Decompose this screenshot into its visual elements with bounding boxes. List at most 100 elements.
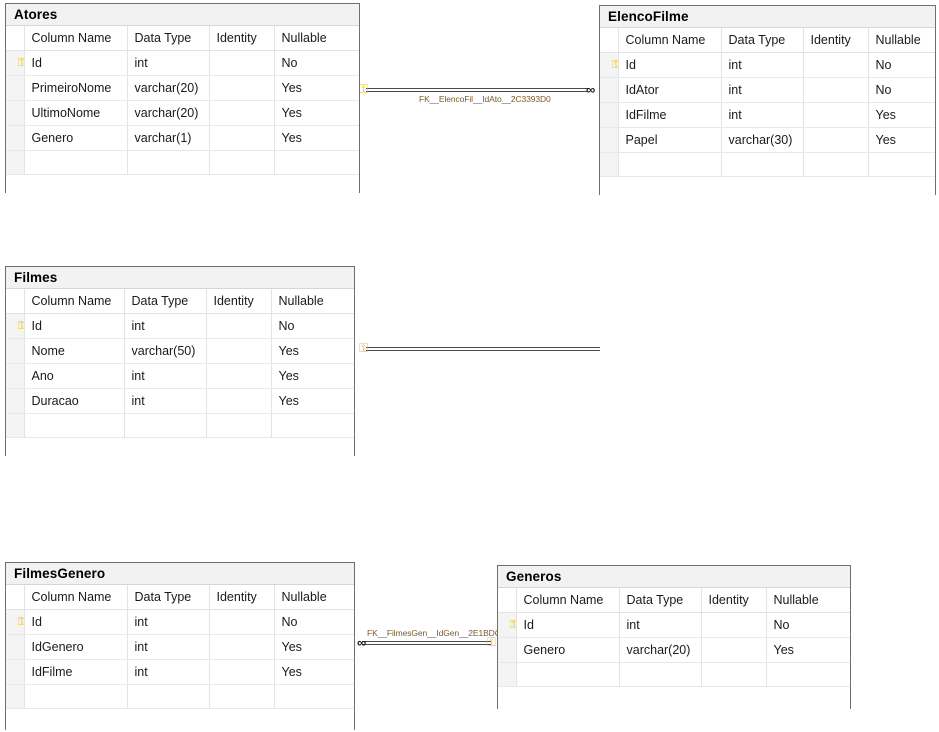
cell-identity[interactable] — [209, 609, 275, 635]
table-row-empty[interactable] — [498, 662, 850, 687]
table-row-empty[interactable] — [600, 152, 935, 177]
table-row[interactable]: Ano int Yes — [6, 363, 354, 389]
table-row[interactable]: ⚿ Id int No — [6, 313, 354, 339]
table-row[interactable]: Papel varchar(30) Yes — [600, 127, 935, 153]
table-row[interactable]: ⚿ Id int No — [600, 52, 935, 78]
header-data-type[interactable]: Data Type — [127, 26, 210, 51]
cell-nullable[interactable] — [271, 413, 354, 438]
cell-identity[interactable] — [803, 52, 869, 78]
table-row[interactable]: Nome varchar(50) Yes — [6, 338, 354, 364]
table-generos[interactable]: Generos Column Name Data Type Identity N… — [497, 565, 851, 732]
cell-identity[interactable] — [701, 612, 767, 638]
table-row[interactable]: IdGenero int Yes — [6, 634, 354, 660]
header-data-type[interactable]: Data Type — [124, 289, 207, 314]
cell-column-name[interactable]: IdFilme — [24, 659, 128, 685]
relationship-line-fk-elenco-idator[interactable] — [366, 88, 588, 92]
cell-nullable[interactable]: Yes — [274, 75, 359, 101]
table-row[interactable]: ⚿ Id int No — [498, 612, 850, 638]
cell-data-type[interactable]: varchar(1) — [127, 125, 210, 151]
header-nullable[interactable]: Nullable — [868, 28, 935, 53]
header-identity[interactable]: Identity — [803, 28, 869, 53]
header-nullable[interactable]: Nullable — [766, 588, 850, 613]
cell-data-type[interactable] — [127, 684, 210, 709]
cell-nullable[interactable] — [274, 150, 359, 175]
table-filmesgenero[interactable]: FilmesGenero Column Name Data Type Ident… — [5, 562, 355, 732]
cell-nullable[interactable]: No — [766, 612, 850, 638]
cell-data-type[interactable] — [619, 662, 702, 687]
cell-identity[interactable] — [209, 50, 275, 76]
header-data-type[interactable]: Data Type — [127, 585, 210, 610]
cell-column-name[interactable]: Duracao — [24, 388, 125, 414]
cell-identity[interactable] — [206, 313, 272, 339]
cell-nullable[interactable]: Yes — [274, 125, 359, 151]
table-filmes[interactable]: Filmes Column Name Data Type Identity Nu… — [5, 266, 355, 626]
cell-identity[interactable] — [209, 75, 275, 101]
table-atores[interactable]: Atores Column Name Data Type Identity Nu… — [5, 3, 360, 363]
cell-data-type[interactable]: int — [124, 363, 207, 389]
cell-nullable[interactable]: Yes — [274, 100, 359, 126]
cell-identity[interactable] — [206, 363, 272, 389]
header-nullable[interactable]: Nullable — [274, 26, 359, 51]
cell-column-name[interactable] — [24, 684, 128, 709]
cell-data-type[interactable]: varchar(30) — [721, 127, 804, 153]
cell-data-type[interactable]: varchar(50) — [124, 338, 207, 364]
table-row-empty[interactable] — [6, 684, 354, 709]
table-row[interactable]: IdFilme int Yes — [600, 102, 935, 128]
cell-nullable[interactable]: No — [868, 52, 935, 78]
cell-nullable[interactable]: No — [271, 313, 354, 339]
relationship-line-fk-elenco-idfilme-h[interactable] — [366, 347, 814, 351]
cell-data-type[interactable]: int — [127, 609, 210, 635]
cell-column-name[interactable]: Genero — [24, 125, 128, 151]
header-data-type[interactable]: Data Type — [619, 588, 702, 613]
header-identity[interactable]: Identity — [209, 26, 275, 51]
table-row[interactable]: IdAtor int No — [600, 77, 935, 103]
cell-column-name[interactable]: Id — [24, 313, 125, 339]
header-data-type[interactable]: Data Type — [721, 28, 804, 53]
cell-identity[interactable] — [206, 388, 272, 414]
cell-data-type[interactable]: int — [124, 388, 207, 414]
cell-nullable[interactable]: No — [868, 77, 935, 103]
cell-data-type[interactable]: int — [721, 52, 804, 78]
cell-nullable[interactable]: Yes — [868, 102, 935, 128]
table-row[interactable]: Genero varchar(20) Yes — [498, 637, 850, 663]
header-column-name[interactable]: Column Name — [24, 289, 125, 314]
cell-identity[interactable] — [803, 152, 869, 177]
table-row[interactable]: Genero varchar(1) Yes — [6, 125, 359, 151]
cell-column-name[interactable] — [24, 413, 125, 438]
cell-nullable[interactable]: Yes — [274, 634, 354, 660]
cell-data-type[interactable]: int — [127, 634, 210, 660]
cell-column-name[interactable]: Id — [516, 612, 620, 638]
cell-identity[interactable] — [209, 634, 275, 660]
cell-identity[interactable] — [209, 150, 275, 175]
cell-data-type[interactable]: int — [127, 50, 210, 76]
cell-nullable[interactable]: Yes — [868, 127, 935, 153]
table-elencofilme[interactable]: ElencoFilme Column Name Data Type Identi… — [599, 5, 936, 365]
cell-column-name[interactable]: Id — [24, 50, 128, 76]
cell-data-type[interactable] — [721, 152, 804, 177]
cell-column-name[interactable] — [618, 152, 722, 177]
cell-nullable[interactable]: Yes — [271, 388, 354, 414]
table-row[interactable]: ⚿ Id int No — [6, 50, 359, 76]
cell-column-name[interactable]: IdGenero — [24, 634, 128, 660]
cell-column-name[interactable]: PrimeiroNome — [24, 75, 128, 101]
cell-nullable[interactable]: Yes — [271, 363, 354, 389]
cell-nullable[interactable]: No — [274, 609, 354, 635]
table-row[interactable]: ⚿ Id int No — [6, 609, 354, 635]
cell-column-name[interactable]: IdAtor — [618, 77, 722, 103]
cell-column-name[interactable]: IdFilme — [618, 102, 722, 128]
cell-column-name[interactable]: Id — [24, 609, 128, 635]
table-row-empty[interactable] — [6, 150, 359, 175]
cell-identity[interactable] — [206, 338, 272, 364]
cell-column-name[interactable]: Id — [618, 52, 722, 78]
cell-data-type[interactable]: varchar(20) — [619, 637, 702, 663]
cell-column-name[interactable] — [24, 150, 128, 175]
cell-nullable[interactable]: Yes — [766, 637, 850, 663]
header-identity[interactable]: Identity — [206, 289, 272, 314]
cell-data-type[interactable]: int — [721, 77, 804, 103]
cell-identity[interactable] — [701, 662, 767, 687]
cell-identity[interactable] — [209, 684, 275, 709]
cell-identity[interactable] — [206, 413, 272, 438]
table-row[interactable]: IdFilme int Yes — [6, 659, 354, 685]
cell-column-name[interactable] — [516, 662, 620, 687]
cell-identity[interactable] — [803, 127, 869, 153]
